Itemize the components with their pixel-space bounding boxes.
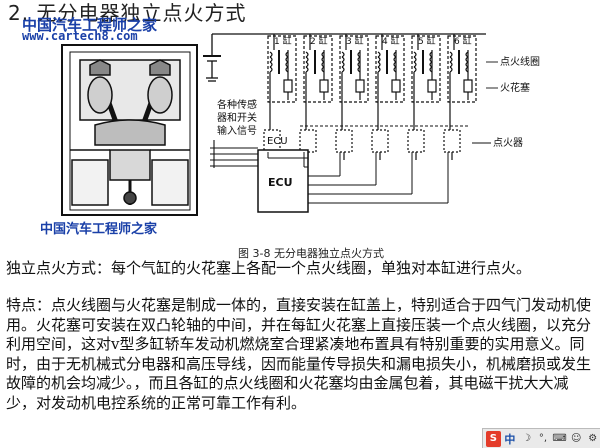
keyboard-icon[interactable]: ⌨ — [552, 433, 567, 444]
settings-icon[interactable]: ⚙ — [588, 433, 598, 444]
watermark-title-lower: 中国汽车工程师之家 — [40, 222, 158, 237]
igniter-box — [407, 129, 425, 153]
section-heading: 2. 无分电器独立点火方式 — [8, 1, 247, 25]
cylinder-label-6: 6 缸 — [454, 35, 472, 47]
cylinder-label-4: 4 缸 — [382, 35, 400, 47]
coil-housing — [339, 35, 369, 103]
cylinder-label-2: 2 缸 — [310, 35, 328, 47]
cylinder-channel-4: 4 缸 — [371, 34, 405, 160]
sensor-label-line-3: 输入信号 — [217, 124, 257, 137]
spark-plug — [355, 79, 365, 93]
igniter-box — [299, 129, 317, 153]
cylinder-label-3: 3 缸 — [346, 35, 364, 47]
figure-caption: 图 3-8 无分电器独立点火方式 — [238, 247, 384, 260]
cylinder-channel-3: 3 缸 — [335, 34, 369, 160]
spark-plug — [283, 79, 293, 93]
ime-toolbar[interactable]: S 中 ☽ °, ⌨ ☺ ⚙ — [482, 428, 600, 448]
ignition-diagram: 1 缸 2 缸 3 缸 4 缸 5 缸 6 缸 各种传感 器和开关 输入信号 ECU EC… — [61, 33, 540, 216]
ime-logo-icon[interactable]: S — [486, 430, 501, 447]
sensor-label-line-2: 器和开关 — [217, 111, 257, 124]
features-paragraph: 特点：点火线圈与火花塞是制成一体的，直接安装在缸盖上，特别适合于四气门发动机使用… — [6, 296, 592, 412]
intro-paragraph: 独立点火方式：每个气缸的火花塞上各配一个点火线圈，单独对本缸进行点火。 — [6, 259, 532, 277]
cylinder-channel-2: 2 缸 — [299, 34, 333, 160]
coil-housing — [375, 35, 405, 103]
igniter-label: 点火器 — [493, 137, 523, 149]
ecu-box-label: ECU — [268, 176, 293, 189]
ecu-box — [257, 149, 309, 213]
ecu-label: ECU — [267, 136, 288, 147]
cylinder-channel-6: 6 缸 — [443, 34, 477, 160]
moon-icon[interactable]: ☽ — [521, 433, 531, 444]
coil-label: 点火线圈 — [500, 55, 540, 68]
ime-language-toggle[interactable]: 中 — [504, 432, 516, 446]
spark-plug — [427, 79, 437, 93]
igniter-box — [371, 129, 389, 153]
sensor-label-line-1: 各种传感 — [217, 98, 257, 111]
plug-label: 火花塞 — [500, 81, 530, 94]
engine-cross-section — [61, 44, 198, 216]
cylinder-channel-5: 5 缸 — [407, 34, 441, 160]
igniter-box — [335, 129, 353, 153]
ecu-signal-lines — [267, 125, 470, 204]
spark-plug — [319, 79, 329, 93]
battery-symbol — [203, 33, 486, 82]
spark-plug — [463, 79, 473, 93]
cylinder-label-1: 1 缸 — [274, 35, 292, 47]
coil-housing — [267, 35, 297, 103]
igniter-box — [443, 129, 461, 153]
watermark-url: www.cartech8.com — [22, 29, 138, 43]
coil-housing — [411, 35, 441, 103]
watermark-title: 中国汽车工程师之家 — [22, 16, 158, 34]
punctuation-toggle[interactable]: °, — [538, 433, 548, 444]
spark-plug — [391, 79, 401, 93]
user-icon[interactable]: ☺ — [570, 433, 582, 444]
ignition-coils: 1 缸 2 缸 3 缸 4 缸 5 缸 6 缸 — [263, 34, 477, 160]
coil-housing — [303, 35, 333, 103]
coil-housing — [447, 35, 477, 103]
cylinder-label-5: 5 缸 — [418, 35, 436, 47]
